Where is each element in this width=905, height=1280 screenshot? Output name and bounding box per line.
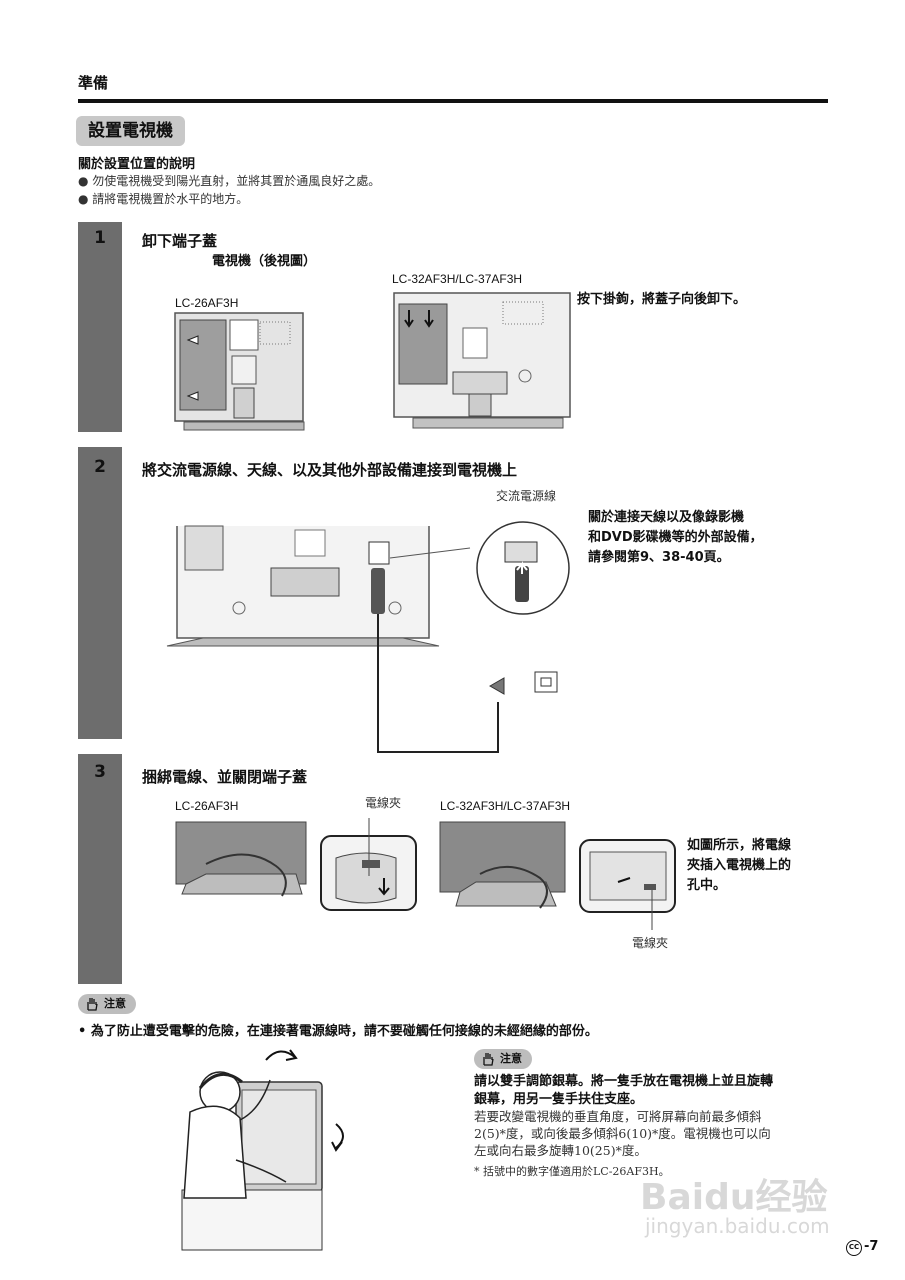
step-2-title: 將交流電源線、天線、以及其他外部設備連接到電視機上 [142, 461, 518, 479]
step-1-title: 卸下端子蓋 [142, 232, 218, 250]
page-title: 設置電視機 [76, 116, 185, 146]
hand-icon [483, 1053, 494, 1066]
page-number: -7 [864, 1239, 879, 1254]
hand-icon [87, 998, 98, 1011]
step-1-model-right: LC-32AF3H/LC-37AF3H [392, 272, 523, 286]
step-1-subtitle: 電視機（後視圖） [212, 254, 317, 269]
step-3-model-right: LC-32AF3H/LC-37AF3H [440, 799, 571, 813]
tv-back-26-illustration [174, 312, 305, 431]
step-2-callout: 關於連接天線以及像錄影機 和DVD影碟機等的外部設備， 請參閱第9、38-40頁… [588, 510, 763, 565]
caution-text: • 為了防止遭受電擊的危險，在連接著電源線時，請不要碰觸任何接線的未經絕緣的部份… [78, 1024, 598, 1039]
placement-heading: 關於設置位置的說明 [78, 157, 196, 172]
step-3-number: 3 [94, 762, 106, 782]
cable-clamp-label-top: 電線夾 [365, 796, 402, 810]
cable-clamp-32-37-illustration [439, 821, 676, 930]
step-3-model-left: LC-26AF3H [175, 799, 239, 813]
caution-badge: 注意 [78, 994, 136, 1014]
step-3-callout: 如圖所示，將電線 夾插入電視機上的 孔中。 [687, 838, 792, 893]
step-2-number: 2 [94, 457, 106, 477]
caution-side-bold: 請以雙手調節銀幕。將一隻手放在電視機上並且旋轉 銀幕，用另一隻手扶住支座。 [474, 1074, 774, 1107]
tv-rotation-illustration [181, 1049, 344, 1251]
region-mark: CC [846, 1240, 862, 1256]
step-1-number: 1 [94, 228, 106, 248]
tv-back-32-37-illustration [393, 292, 571, 429]
caution-badge-side: 注意 [474, 1049, 532, 1069]
step-3-bar [78, 754, 122, 984]
caution-footnote: * 括號中的數字僅適用於LC-26AF3H。 [474, 1165, 670, 1178]
watermark-logo: Baidu经验 [640, 1177, 828, 1218]
cable-clamp-label-bottom: 電線夾 [632, 936, 669, 950]
section-label: 準備 [78, 74, 109, 92]
placement-bullet-1: ● 勿使電視機受到陽光直射，並將其置於通風良好之處。 [78, 174, 381, 188]
watermark-url: jingyan.baidu.com [645, 1214, 830, 1238]
placement-bullet-2: ● 請將電視機置於水平的地方。 [78, 192, 249, 206]
step-1-callout: 按下掛鉤，將蓋子向後卸下。 [577, 292, 747, 307]
step-3-title: 捆綁電線、並關閉端子蓋 [142, 768, 308, 786]
step-2-bar [78, 447, 122, 739]
header-rule [78, 99, 828, 103]
caution-side-body: 若要改變電視機的垂直角度，可將屏幕向前最多傾斜 2(5)*度，或向後最多傾斜6(… [474, 1109, 771, 1158]
power-cord-label: 交流電源線 [496, 489, 557, 503]
power-connection-illustration [166, 521, 570, 753]
cable-clamp-26-illustration [175, 818, 417, 911]
step-1-model-left: LC-26AF3H [175, 296, 239, 310]
step-1-bar [78, 222, 122, 432]
